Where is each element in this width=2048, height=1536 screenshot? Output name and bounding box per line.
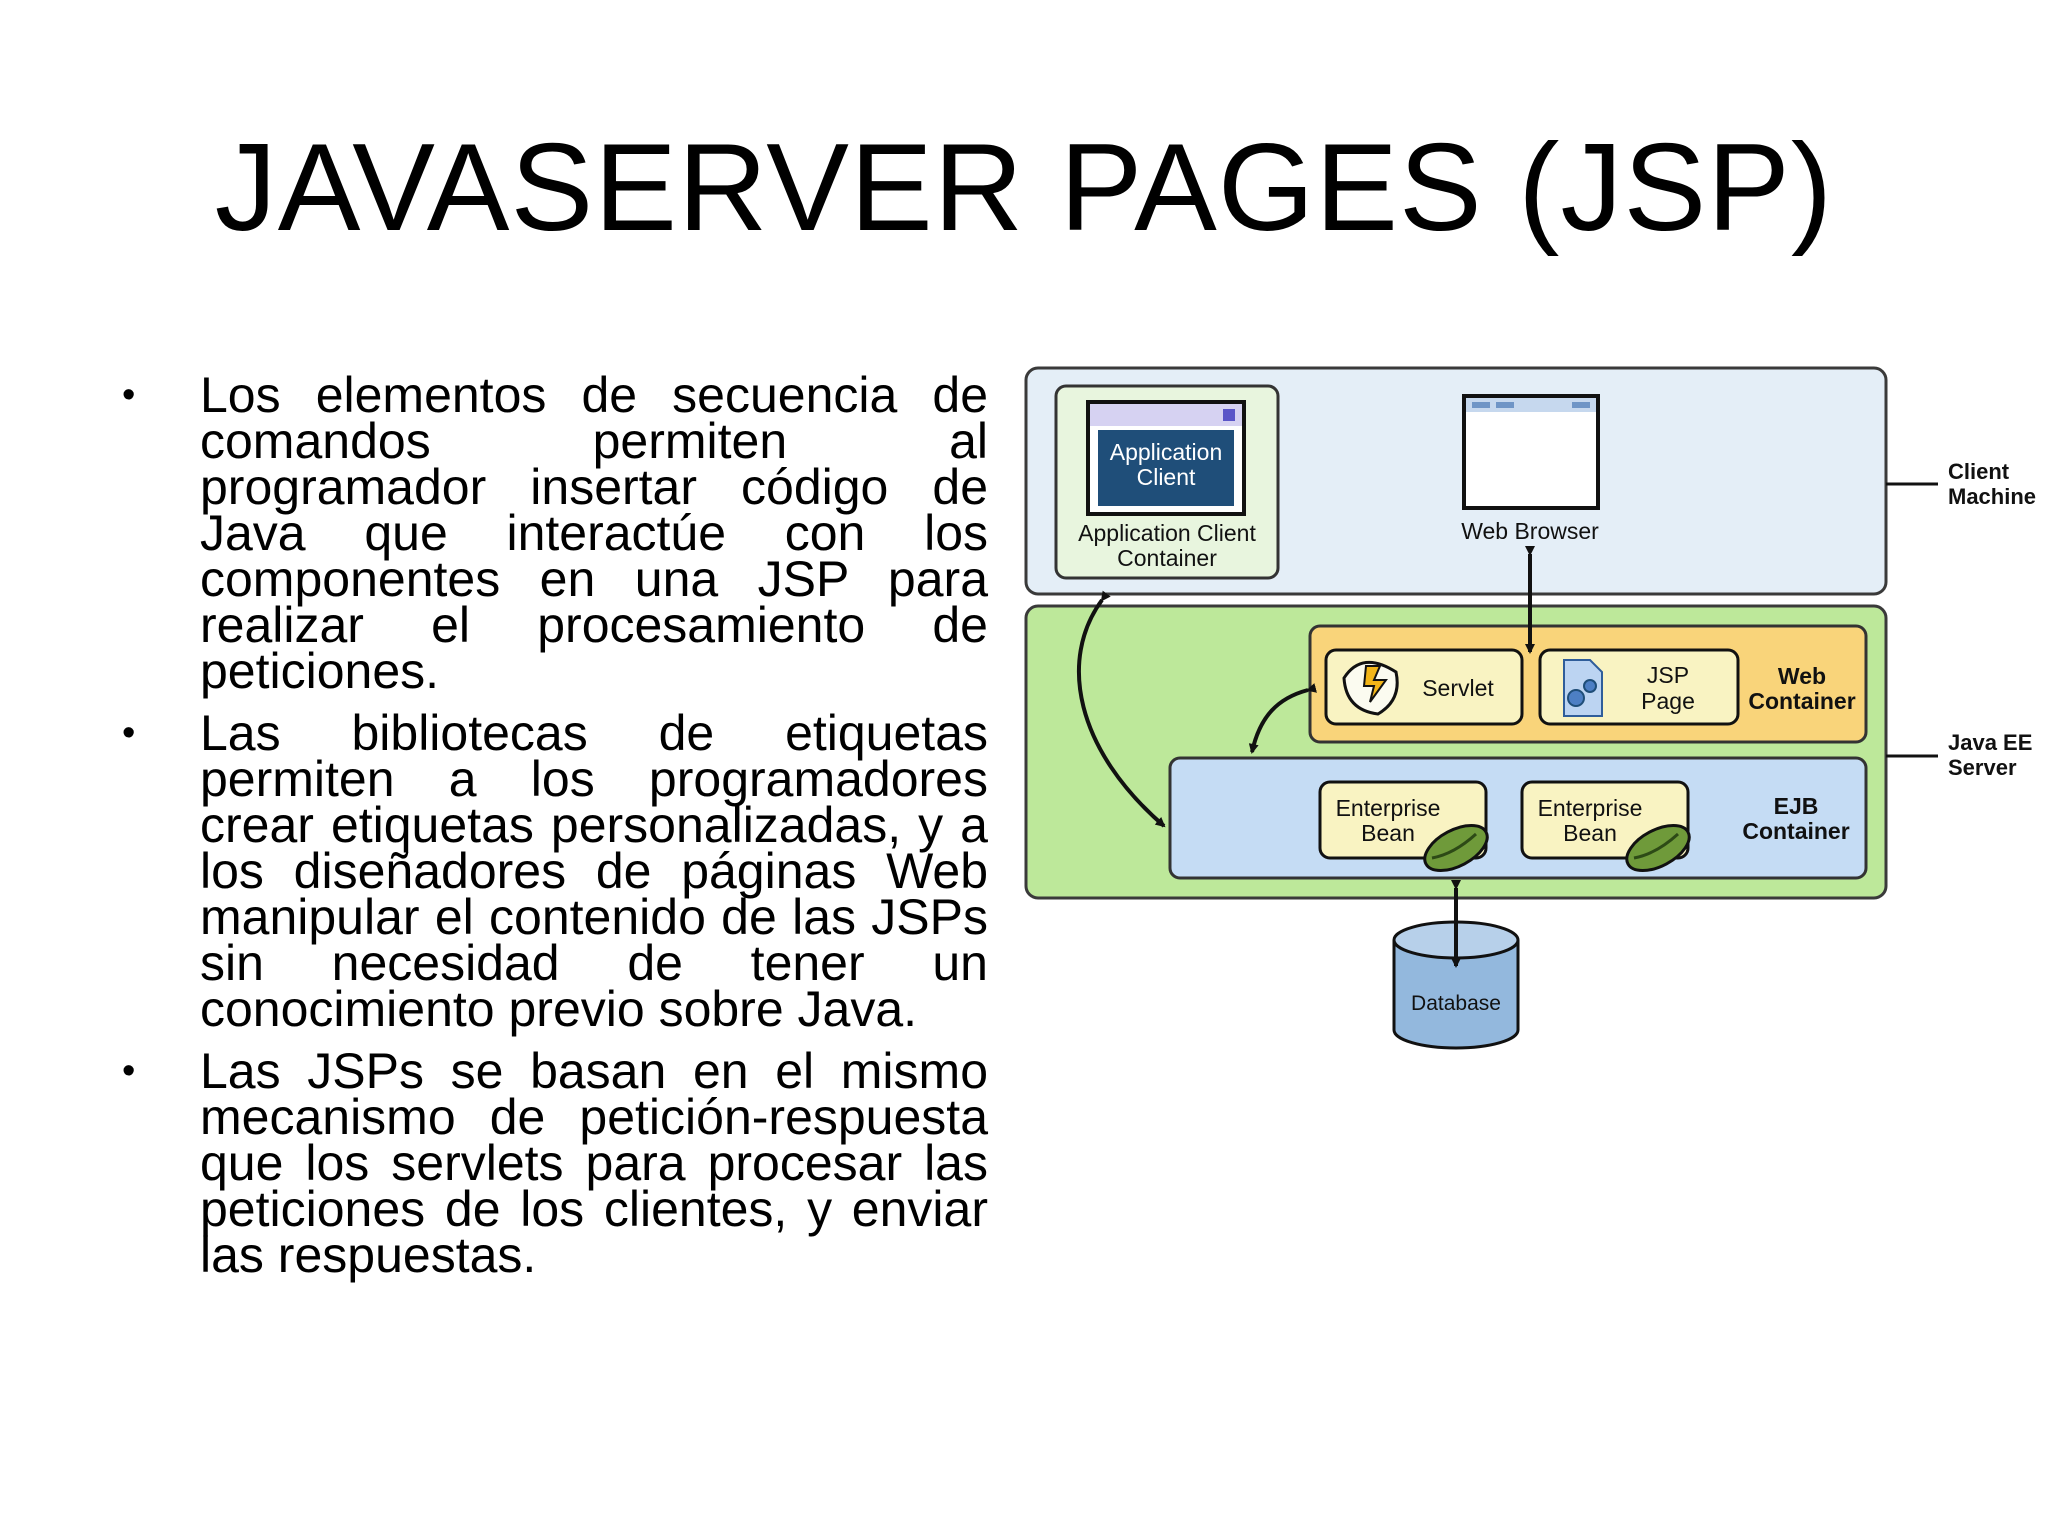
bullet-text: Los elementos de secuencia de comandos p… [200, 367, 988, 699]
ejb-container-label: Container [1742, 818, 1849, 844]
bullet-marker: • [122, 1050, 136, 1092]
bean-icon [1625, 823, 1691, 873]
web-container-label: Web [1778, 663, 1826, 689]
jsp-architecture-diagram: Application Client Application Client Co… [1020, 360, 2048, 1060]
database-label: Database [1411, 992, 1501, 1015]
appclient-ejb-arrow [1076, 590, 1166, 828]
bean-icon [1423, 823, 1489, 873]
jsp-page-label: Page [1641, 688, 1695, 714]
application-client-window [1086, 400, 1246, 516]
web-ejb-arrow [1248, 683, 1318, 754]
jsp-page-icon [1563, 659, 1603, 717]
enterprise-bean-label: Enterprise [1538, 795, 1643, 821]
bullet-list: • Los elementos de secuencia de comandos… [118, 370, 988, 1294]
bullet-marker: • [122, 712, 136, 754]
java-ee-server-label: Server [1948, 755, 2017, 780]
servlet-icon [1342, 660, 1399, 716]
enterprise-bean-label: Bean [1563, 820, 1617, 846]
application-client-container-label: Container [1117, 545, 1217, 571]
application-client-container-label: Application Client [1078, 520, 1256, 546]
bullet-marker: • [122, 374, 136, 416]
ejb-container-label: EJB [1774, 793, 1819, 819]
client-machine-label: Machine [1948, 484, 2036, 509]
enterprise-bean-label: Bean [1361, 820, 1415, 846]
enterprise-bean-label: Enterprise [1336, 795, 1441, 821]
java-ee-server-label: Java EE [1948, 730, 2032, 755]
bullet-text: Las JSPs se basan en el mismo mecanismo … [200, 1043, 988, 1283]
application-client-label: Application [1110, 439, 1223, 465]
slide-title: JAVASERVER PAGES (JSP) [214, 119, 1834, 257]
bullet-text: Las bibliotecas de etiquetas permiten a … [200, 705, 988, 1037]
bullet-item: • Los elementos de secuencia de comandos… [118, 370, 988, 696]
servlet-label: Servlet [1422, 675, 1494, 701]
application-client-label: Client [1137, 464, 1196, 490]
jsp-page-label: JSP [1647, 662, 1689, 688]
bullet-item: • Las bibliotecas de etiquetas permiten … [118, 708, 988, 1034]
web-container-label: Container [1748, 688, 1855, 714]
web-browser-window [1462, 394, 1600, 510]
web-browser-label: Web Browser [1461, 518, 1599, 544]
bullet-item: • Las JSPs se basan en el mismo mecanism… [118, 1046, 988, 1280]
client-machine-label: Client [1948, 459, 2010, 484]
